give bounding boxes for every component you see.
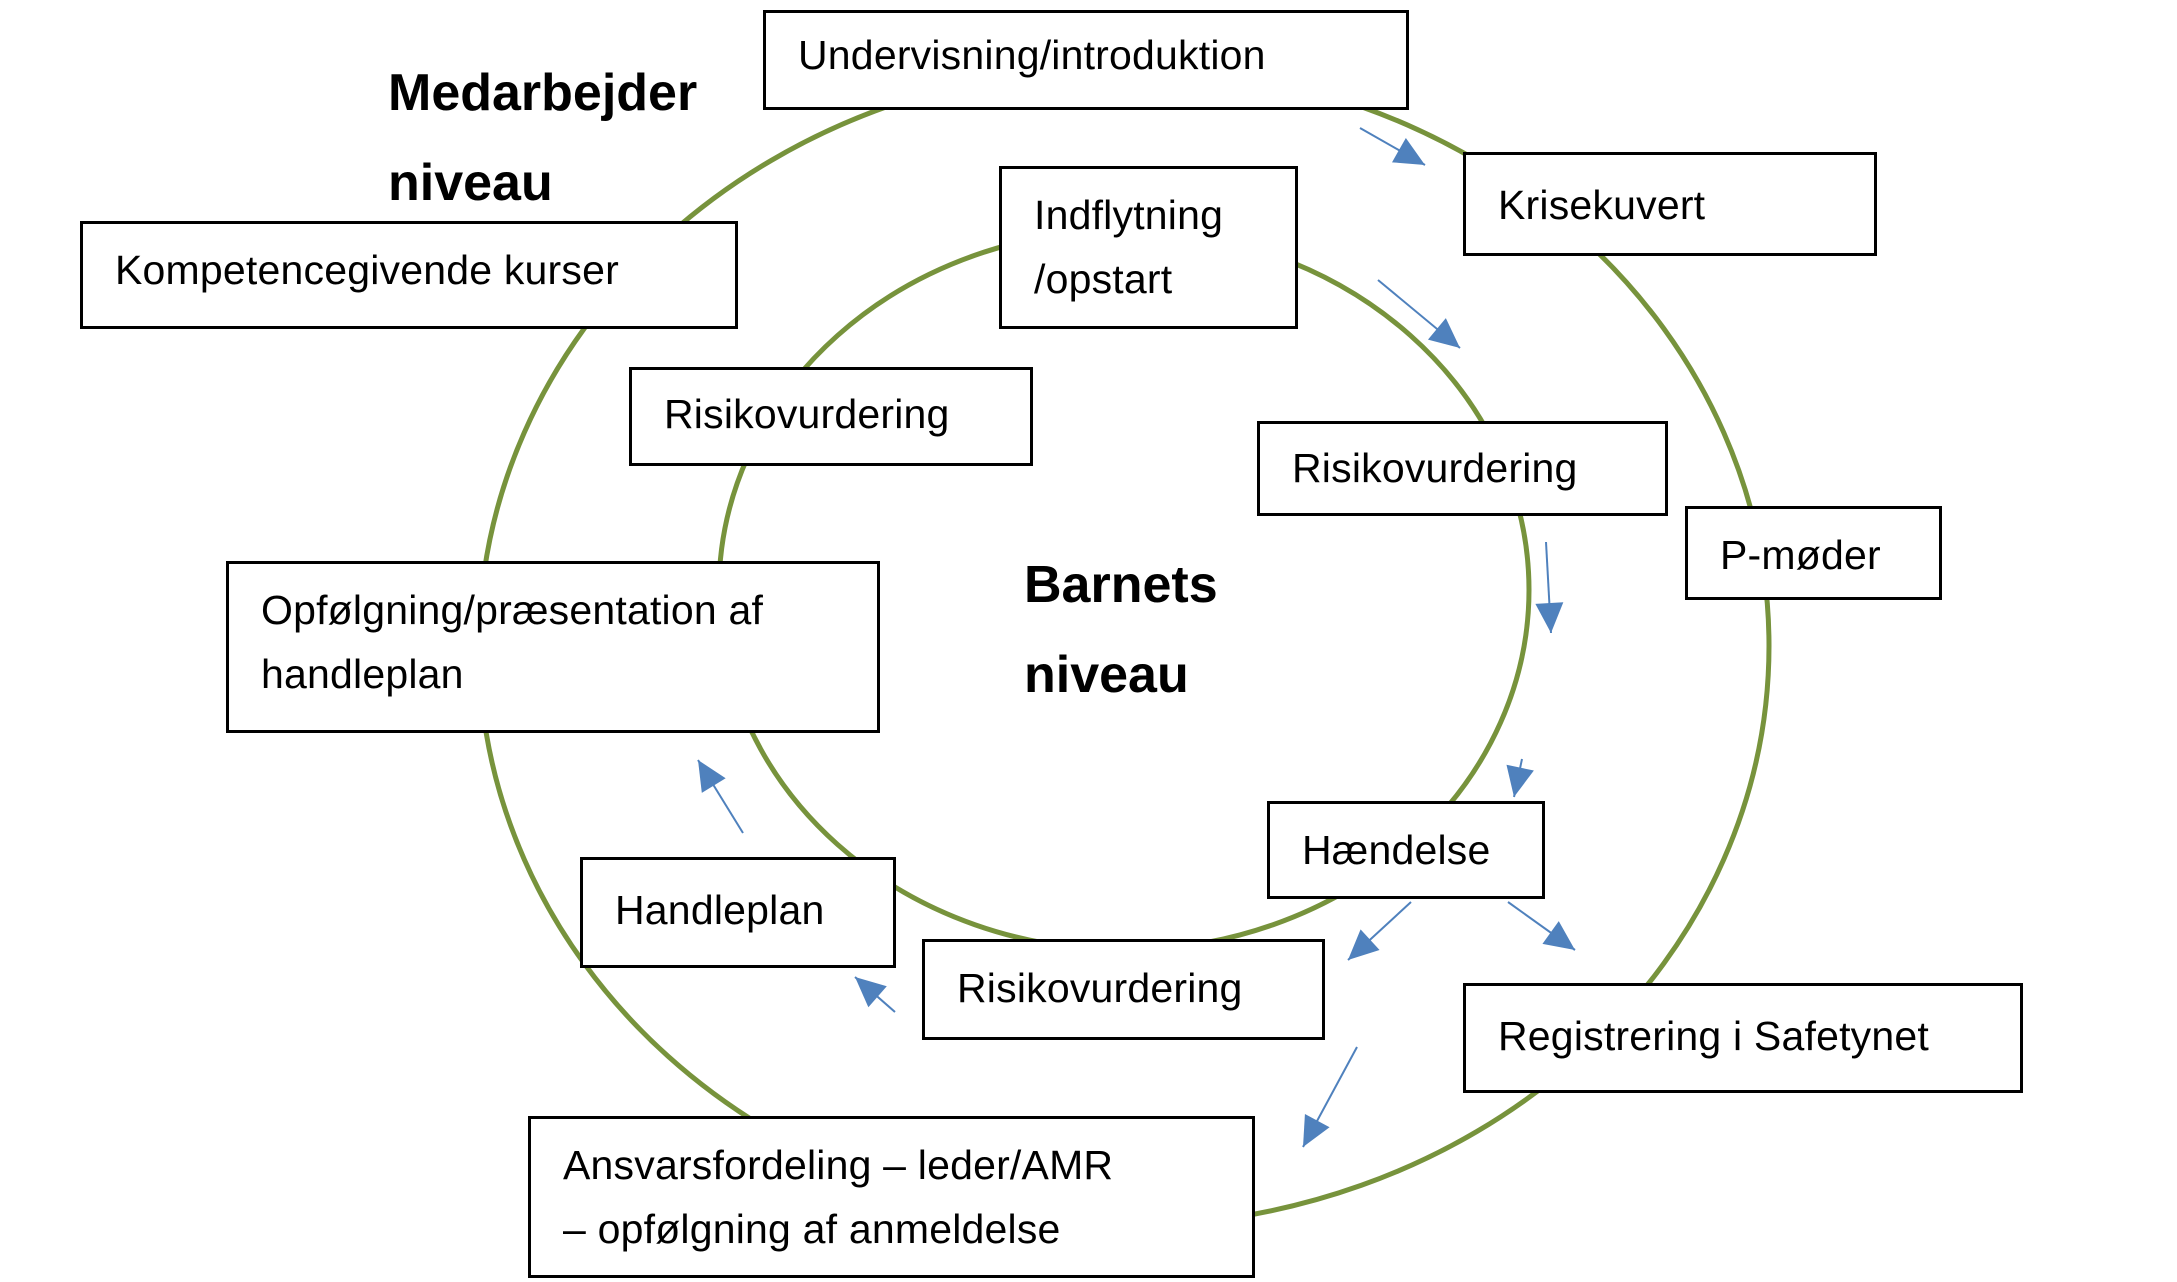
step-krisekuvert: Krisekuvert [1463,152,1877,256]
step-registrering: Registrering i Safetynet [1463,983,2023,1093]
child-level-line-2: niveau [1024,646,1189,704]
step-text: P-møder [1720,532,1881,578]
step-text: Krisekuvert [1498,182,1706,228]
arrowhead-icon [855,977,887,1008]
step-text: Undervisning/introduktion [798,32,1266,78]
arrowhead-icon [1506,764,1534,797]
step-text: Registrering i Safetynet [1498,1013,1929,1059]
child-level-label: Barnets niveau [1024,540,1218,720]
step-text: Risikovurdering [664,391,950,437]
step-indflytning: Indflytning /opstart [999,166,1298,329]
step-handleplan: Handleplan [580,857,896,968]
arrowhead-icon [1348,929,1380,960]
step-text-line-2: – opfølgning af anmeldelse [563,1206,1061,1252]
arrowhead-icon [1427,318,1460,348]
step-undervisning: Undervisning/introduktion [763,10,1409,110]
step-risiko-right: Risikovurdering [1257,421,1668,516]
step-p-moder: P-møder [1685,506,1942,600]
arrowhead-icon [1392,137,1425,165]
step-ansvarsfordeling: Ansvarsfordeling – leder/AMR – opfølgnin… [528,1116,1255,1278]
step-text: Handleplan [615,887,825,933]
step-haendelse: Hændelse [1267,801,1545,899]
step-text-line-1: Indflytning [1034,192,1224,238]
step-text-line-1: Ansvarsfordeling – leder/AMR [563,1142,1114,1188]
flow-arrows [697,127,1576,1148]
step-text-line-2: handleplan [261,651,464,697]
arrowhead-icon [698,760,726,793]
arrowhead-icon [1535,602,1564,633]
arrowhead-icon [1303,1113,1330,1147]
step-text: Hændelse [1302,827,1491,873]
step-text-line-2: /opstart [1034,256,1173,302]
employee-level-line-1: Medarbejder [388,64,698,122]
step-risiko-bottom: Risikovurdering [922,939,1325,1040]
step-text: Risikovurdering [957,965,1243,1011]
employee-level-line-2: niveau [388,154,553,212]
step-text: Kompetencegivende kurser [115,247,619,293]
step-opfolgning: Opfølgning/præsentation af handleplan [226,561,880,733]
step-text-line-1: Opfølgning/præsentation af [261,587,764,633]
step-kompetence: Kompetencegivende kurser [80,221,738,329]
employee-level-label: Medarbejder niveau [388,48,697,228]
step-risiko-left: Risikovurdering [629,367,1033,466]
child-level-line-1: Barnets [1024,556,1218,614]
arrowhead-icon [1542,921,1575,950]
step-text: Risikovurdering [1292,445,1578,491]
